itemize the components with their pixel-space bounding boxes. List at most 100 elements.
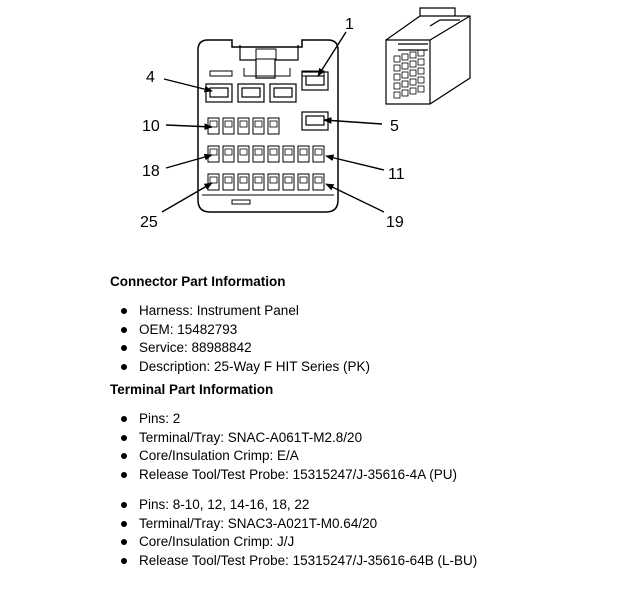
- cavity: [267, 145, 280, 163]
- pin-label-10: 10: [142, 118, 160, 135]
- bullet-icon: [121, 326, 127, 333]
- cavity-inner: [239, 120, 248, 128]
- iso-cavity: [401, 89, 409, 97]
- list-item: Pins: 8-10, 12, 14-16, 18, 22: [110, 496, 477, 515]
- cavity-inner: [209, 120, 218, 128]
- terminal-group-2: Pins: 8-10, 12, 14-16, 18, 22 Terminal/T…: [110, 496, 477, 570]
- cavity: [267, 117, 280, 135]
- iso-cavity: [409, 87, 417, 95]
- bullet-icon: [121, 520, 127, 527]
- pin-label-4: 4: [146, 69, 155, 86]
- cavity: [222, 117, 235, 135]
- iso-cavity: [417, 49, 425, 57]
- iso-cavity: [401, 71, 409, 79]
- cavity-inner: [224, 120, 233, 128]
- iso-cavity: [393, 64, 401, 72]
- bullet-icon: [121, 308, 127, 314]
- cavity: [282, 173, 295, 191]
- bullet-icon: [121, 471, 127, 478]
- pin-label-5: 5: [390, 118, 399, 135]
- cavity: [252, 173, 265, 191]
- cavity: [237, 173, 250, 191]
- connector-info-list: Harness: Instrument Panel OEM: 15482793 …: [110, 302, 370, 376]
- bullet-icon: [121, 345, 127, 351]
- list-item-text: Harness: Instrument Panel: [139, 303, 299, 318]
- cavity: [252, 117, 265, 135]
- small-cavities: [207, 117, 325, 191]
- cavity: [312, 145, 325, 163]
- iso-cavity: [417, 67, 425, 75]
- cavity-inner: [239, 176, 248, 184]
- list-item-text: Pins: 2: [139, 411, 181, 426]
- connector-part-info: Connector Part Information Harness: Inst…: [110, 274, 370, 376]
- list-item: Release Tool/Test Probe: 15315247/J-3561…: [110, 552, 477, 571]
- cavity: [222, 145, 235, 163]
- iso-cavity: [393, 82, 401, 90]
- pin-label-1: 1: [345, 16, 354, 33]
- connector-face: [197, 39, 339, 213]
- list-item-text: Description: 25-Way F HIT Series (PK): [139, 358, 371, 374]
- terminal-group-1: Pins: 2 Terminal/Tray: SNAC-A061T-M2.8/2…: [110, 410, 477, 484]
- list-item-text: Core/Insulation Crimp: E/A: [139, 448, 299, 463]
- connector-isometric-view: [385, 7, 471, 105]
- iso-cavity: [417, 58, 425, 66]
- pin-label-19: 19: [386, 214, 404, 231]
- terminal-info-title: Terminal Part Information: [110, 382, 274, 397]
- iso-cavity: [409, 78, 417, 86]
- cavity: [237, 145, 250, 163]
- iso-cavity: [401, 62, 409, 70]
- list-item-text: Service: 88988842: [139, 340, 252, 355]
- iso-cavity: [393, 91, 401, 99]
- iso-cavity: [393, 73, 401, 81]
- isometric-cavities: [393, 49, 425, 99]
- connector-diagram: 1 4 10 5 18 11 25 19: [140, 7, 471, 231]
- list-item-text: Core/Insulation Crimp: J/J: [139, 534, 295, 549]
- cavity-inner: [284, 176, 293, 184]
- bullet-icon: [121, 539, 127, 545]
- list-item: Terminal/Tray: SNAC3-A021T-M0.64/20: [110, 515, 477, 534]
- cavity-inner: [284, 148, 293, 156]
- list-item: Pins: 2: [110, 410, 477, 429]
- list-item: Description: 25-Way F HIT Series (PK): [110, 358, 370, 377]
- cavity-inner: [254, 176, 263, 184]
- cavity-inner: [269, 120, 278, 128]
- list-item: Core/Insulation Crimp: E/A: [110, 447, 477, 466]
- list-item: OEM: 15482793: [110, 321, 370, 340]
- iso-cavity: [401, 80, 409, 88]
- pin-label-25: 25: [140, 214, 158, 231]
- cavity: [222, 173, 235, 191]
- large-cavities: [205, 71, 329, 131]
- cavity-inner: [239, 148, 248, 156]
- list-item-text: Release Tool/Test Probe: 15315247/J-3561…: [139, 466, 457, 482]
- iso-cavity: [409, 69, 417, 77]
- bullet-icon: [121, 453, 127, 459]
- iso-cavity: [417, 76, 425, 84]
- cavity-inner: [269, 176, 278, 184]
- terminal-part-info: Terminal Part Information Pins: 2 Termin…: [110, 382, 477, 570]
- list-item-text: Release Tool/Test Probe: 15315247/J-3561…: [139, 552, 478, 568]
- iso-cavity: [401, 53, 409, 61]
- list-item: Core/Insulation Crimp: J/J: [110, 533, 477, 552]
- cavity: [297, 145, 310, 163]
- list-item-text: Pins: 8-10, 12, 14-16, 18, 22: [139, 497, 310, 512]
- cavity-inner: [209, 148, 218, 156]
- bullet-icon: [121, 434, 127, 441]
- list-item: Terminal/Tray: SNAC-A061T-M2.8/20: [110, 429, 477, 448]
- bullet-icon: [121, 557, 127, 564]
- iso-cavity: [393, 55, 401, 63]
- cavity: [282, 145, 295, 163]
- cavity: [237, 117, 250, 135]
- callout-lines: [161, 31, 385, 213]
- cavity-inner: [254, 148, 263, 156]
- cavity: [267, 173, 280, 191]
- cavity-inner: [299, 148, 308, 156]
- cavity-inner: [314, 176, 323, 184]
- cavity-inner: [209, 176, 218, 184]
- pin-label-11: 11: [388, 166, 405, 183]
- cavity-inner: [269, 148, 278, 156]
- cavity-inner: [314, 148, 323, 156]
- list-item: Service: 88988842: [110, 339, 370, 358]
- cavity: [312, 173, 325, 191]
- list-item: Release Tool/Test Probe: 15315247/J-3561…: [110, 466, 477, 485]
- connector-info-title: Connector Part Information: [110, 274, 286, 289]
